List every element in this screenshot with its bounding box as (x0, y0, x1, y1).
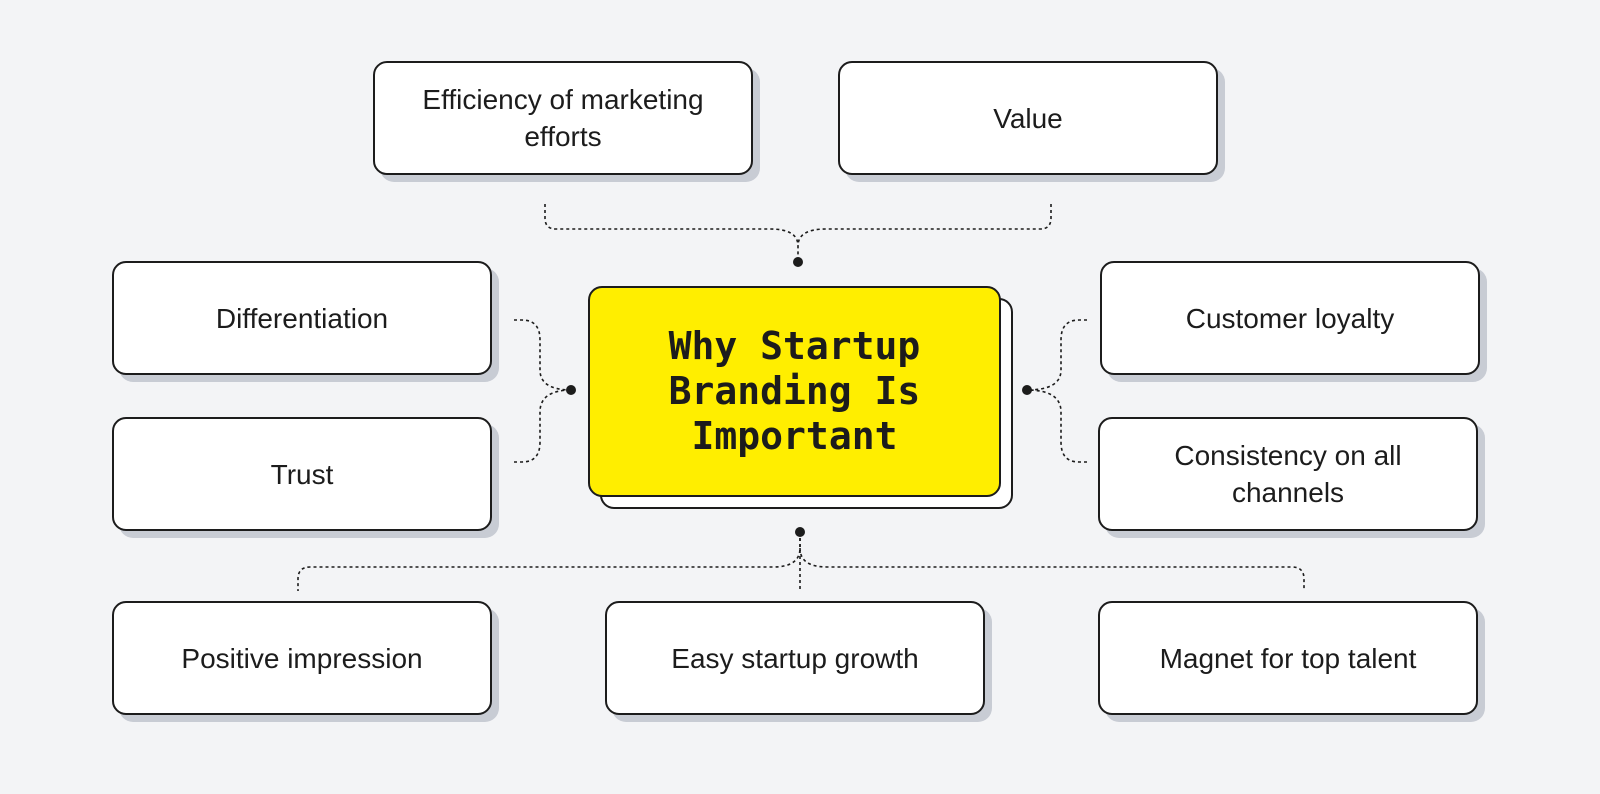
bottom-junction-dot (795, 527, 805, 537)
right-bracket-connector-upper (1026, 319, 1087, 391)
right-bracket-connector-lower (1026, 389, 1087, 463)
bottom-bracket-connector-right (799, 547, 1305, 591)
node-differentiation: Differentiation (112, 261, 492, 375)
node-value: Value (838, 61, 1218, 175)
node-efficiency: Efficiency of marketing efforts (373, 61, 753, 175)
node-customer-loyalty: Customer loyalty (1100, 261, 1480, 375)
node-consistency-label: Consistency on all channels (1174, 440, 1402, 508)
node-positive-impression: Positive impression (112, 601, 492, 715)
node-differentiation-label: Differentiation (215, 302, 389, 334)
top-bracket-connector-right (797, 204, 1052, 247)
node-customer-loyalty-label: Customer loyalty (1185, 302, 1395, 334)
center-title-card: Why Startup Branding Is Important (588, 286, 1001, 497)
right-junction-dot (1022, 385, 1032, 395)
bottom-bracket-connector-left (297, 532, 801, 591)
node-magnet-talent-label: Magnet for top talent (1159, 642, 1417, 674)
node-easy-growth-label: Easy startup growth (671, 642, 919, 674)
node-trust-label: Trust (270, 458, 334, 490)
node-trust: Trust (112, 417, 492, 531)
node-easy-growth: Easy startup growth (605, 601, 985, 715)
node-magnet-talent: Magnet for top talent (1098, 601, 1478, 715)
left-junction-dot (566, 385, 576, 395)
center-title: Why Startup Branding Is Important (668, 324, 921, 458)
top-bracket-connector (544, 204, 799, 263)
left-bracket-connector-lower (514, 389, 573, 463)
top-junction-dot (793, 257, 803, 267)
node-value-label: Value (993, 102, 1063, 134)
node-efficiency-label: Efficiency of marketing efforts (422, 84, 704, 152)
left-bracket-connector-upper (514, 319, 573, 391)
node-positive-impression-label: Positive impression (181, 642, 423, 674)
node-consistency: Consistency on all channels (1098, 417, 1478, 531)
